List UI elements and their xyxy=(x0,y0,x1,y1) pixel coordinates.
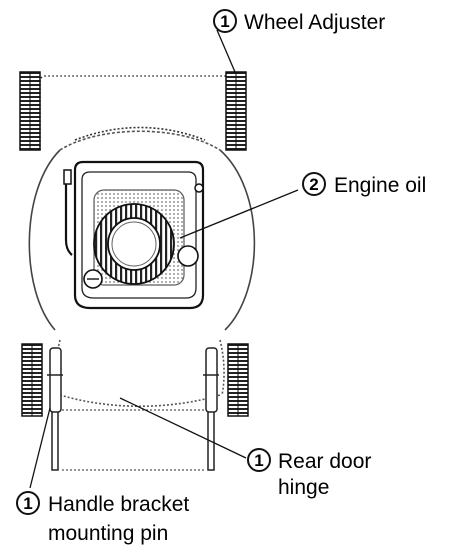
callout-number: 1 xyxy=(23,494,32,513)
rear-handle-bracket-left xyxy=(47,347,63,471)
callout-number-badge xyxy=(16,491,40,515)
leader-wheel-adjuster xyxy=(216,29,236,73)
callout-handle-bracket-mounting-pin: 1 Handle bracket mounting pin xyxy=(16,491,189,545)
rear-handle-bracket-right xyxy=(203,347,219,471)
callout-label-line1: Handle bracket xyxy=(48,493,189,516)
engine xyxy=(63,160,205,310)
leader-handle-bracket xyxy=(29,407,51,489)
leader-rear-door-hinge xyxy=(119,397,247,459)
callout-rear-door-hinge: 1 Rear door hinge xyxy=(247,448,371,499)
callout-number: 1 xyxy=(220,12,229,31)
callout-number: 2 xyxy=(309,175,318,194)
callout-number-badge xyxy=(302,172,326,196)
callout-number-badge xyxy=(247,448,271,472)
rear-right-wheel xyxy=(227,343,249,417)
callout-number-badge xyxy=(213,9,237,33)
callout-label-line2: mounting pin xyxy=(48,522,168,545)
front-left-wheel xyxy=(19,71,41,151)
rear-door xyxy=(62,409,205,471)
callout-engine-oil: 2 Engine oil xyxy=(302,172,426,197)
callout-label-line1: Rear door xyxy=(278,450,371,473)
leader-lines xyxy=(29,29,299,489)
rear-left-wheel xyxy=(21,343,43,417)
callout-wheel-adjuster: 1 Wheel Adjuster xyxy=(213,9,385,34)
leader-engine-oil xyxy=(179,189,299,239)
callout-label-line2: hinge xyxy=(278,476,329,499)
callout-number: 1 xyxy=(254,451,263,470)
callout-label: Wheel Adjuster xyxy=(244,11,385,34)
front-right-wheel xyxy=(225,71,247,151)
callout-label: Engine oil xyxy=(334,174,426,197)
